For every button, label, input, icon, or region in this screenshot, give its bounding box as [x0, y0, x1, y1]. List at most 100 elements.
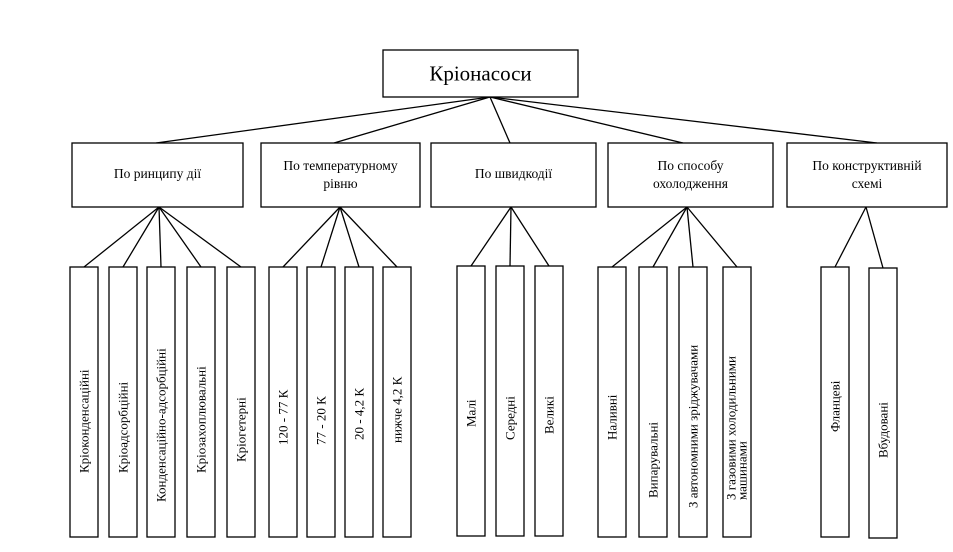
- leaf-node: Кріоадсорбційні: [108, 266, 138, 538]
- leaf-node: Фланцеві: [820, 266, 850, 538]
- edge-root-to-category: [489, 96, 684, 144]
- leaf-node: 20 - 4,2 К: [344, 266, 374, 538]
- leaf-box: [534, 265, 564, 537]
- edge-root-to-category: [333, 96, 491, 144]
- leaf-box: [456, 265, 486, 537]
- leaf-box: [638, 266, 668, 538]
- leaf-box: [678, 266, 708, 538]
- edge-category-to-leaf: [509, 206, 512, 267]
- leaf-node: Кріоконденсаційні: [69, 266, 99, 538]
- leaf-box: [495, 265, 525, 537]
- leaf-label: Випарувальні: [646, 422, 661, 498]
- leaf-label: 77 - 20 К: [314, 396, 329, 445]
- leaf-node: Кріозахоплювальні: [186, 266, 216, 538]
- edge-category-to-leaf: [122, 206, 160, 268]
- leaf-box: [382, 266, 412, 538]
- root-box: [382, 49, 579, 98]
- leaf-box: [868, 267, 898, 539]
- category-box: [786, 142, 948, 208]
- edge-root-to-category: [155, 96, 491, 144]
- leaf-node: 77 - 20 К: [306, 266, 336, 538]
- edge-category-to-leaf: [339, 206, 360, 268]
- edge-root-to-category: [489, 96, 878, 144]
- leaf-node: Малі: [456, 265, 486, 537]
- leaf-box: [108, 266, 138, 538]
- edge-category-to-leaf: [686, 206, 694, 268]
- leaf-box: [268, 266, 298, 538]
- leaf-label: Вбудовані: [876, 402, 891, 458]
- connector-lines: [83, 96, 884, 269]
- edge-category-to-leaf: [686, 206, 738, 268]
- category-label: рівню: [323, 176, 357, 191]
- leaf-label: Кріоконденсаційні: [77, 369, 92, 473]
- category-node: По швидкодії: [430, 142, 597, 208]
- category-box: [607, 142, 774, 208]
- category-label: схемі: [852, 176, 883, 191]
- leaf-box: [69, 266, 99, 538]
- leaf-label: нижче 4,2 К: [390, 376, 405, 443]
- category-label: По конструктивній: [812, 158, 921, 173]
- edge-root-to-category: [489, 96, 511, 144]
- category-box: [430, 142, 597, 208]
- leaf-label: Великі: [542, 396, 557, 434]
- category-label: По способу: [657, 158, 723, 173]
- leaf-node: З автономними зріджувачами: [678, 266, 708, 538]
- leaf-label: З газовими холодильними: [724, 356, 739, 500]
- edge-category-to-leaf: [158, 206, 242, 268]
- edge-category-to-leaf: [83, 206, 160, 268]
- category-label: По ринципу дії: [114, 166, 201, 181]
- leaf-box: [146, 266, 176, 538]
- leaf-box: [306, 266, 336, 538]
- leaf-label: Малі: [464, 399, 479, 427]
- root-node: Кріонасоси: [382, 49, 579, 98]
- leaf-box: [344, 266, 374, 538]
- category-node: По ринципу дії: [71, 142, 244, 208]
- edge-category-to-leaf: [158, 206, 162, 268]
- edge-category-to-leaf: [834, 206, 867, 268]
- root-label: Кріонасоси: [429, 62, 531, 86]
- leaf-label: Середні: [503, 396, 518, 440]
- edge-category-to-leaf: [652, 206, 688, 268]
- category-box: [260, 142, 421, 208]
- leaf-node: 120 - 77 К: [268, 266, 298, 538]
- edge-category-to-leaf: [611, 206, 688, 268]
- category-label: По швидкодії: [475, 166, 553, 181]
- leaf-box: [186, 266, 216, 538]
- edge-category-to-leaf: [282, 206, 341, 268]
- leaf-box: [226, 266, 256, 538]
- leaf-box: [597, 266, 627, 538]
- leaf-label: Фланцеві: [828, 380, 843, 432]
- leaf-node: Середні: [495, 265, 525, 537]
- category-label: охолодження: [653, 176, 728, 191]
- category-box: [71, 142, 244, 208]
- edge-category-to-leaf: [470, 206, 512, 267]
- leaf-node: Великі: [534, 265, 564, 537]
- leaf-node: Конденсаційно-адсорбційні: [146, 266, 176, 538]
- leaf-node: нижче 4,2 К: [382, 266, 412, 538]
- edge-category-to-leaf: [158, 206, 202, 268]
- category-label: По температурному: [283, 158, 397, 173]
- leaf-label: машинами: [735, 441, 750, 500]
- leaf-node: Випарувальні: [638, 266, 668, 538]
- leaf-label: 120 - 77 К: [276, 389, 291, 445]
- leaf-node: Наливні: [597, 266, 627, 538]
- edge-category-to-leaf: [339, 206, 398, 268]
- leaf-label: Наливні: [605, 394, 620, 440]
- edge-category-to-leaf: [865, 206, 884, 269]
- edge-category-to-leaf: [320, 206, 341, 268]
- leaf-label: З автономними зріджувачами: [686, 345, 701, 508]
- leaf-label: Кріогетерні: [234, 397, 249, 462]
- leaf-label: 20 - 4,2 К: [352, 388, 367, 440]
- category-node: По температурному рівню: [260, 142, 421, 208]
- leaf-node: Вбудовані: [868, 267, 898, 539]
- leaf-node: Кріогетерні: [226, 266, 256, 538]
- edge-category-to-leaf: [510, 206, 550, 267]
- leaf-box: [820, 266, 850, 538]
- leaf-label: Кріозахоплювальні: [194, 366, 209, 473]
- diagram-nodes: Кріонасоси По ринципу дії По температурном…: [69, 49, 948, 539]
- category-node: По способу охолодження: [607, 142, 774, 208]
- category-node: По конструктивній схемі: [786, 142, 948, 208]
